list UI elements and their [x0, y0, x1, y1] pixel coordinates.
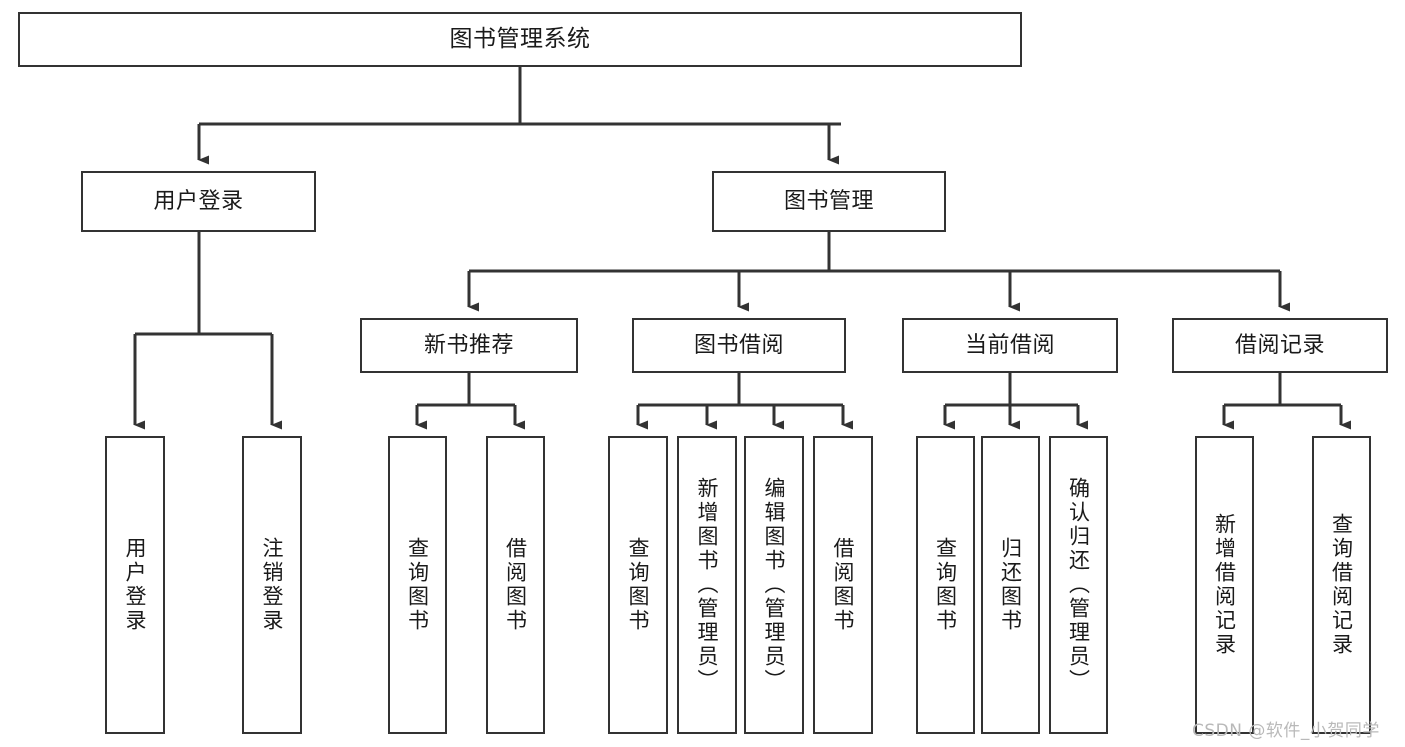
node-leaf-logout[interactable]: 注销登录 — [242, 436, 302, 734]
node-leaf-current-confirm-return-label: 确认归还（管理员） — [1066, 477, 1091, 693]
node-leaf-records-add-record[interactable]: 新增借阅记录 — [1195, 436, 1254, 734]
node-new-book-recommend[interactable]: 新书推荐 — [360, 318, 578, 373]
node-leaf-borrow-query-book[interactable]: 查询图书 — [608, 436, 668, 734]
node-leaf-current-confirm-return[interactable]: 确认归还（管理员） — [1049, 436, 1108, 734]
node-leaf-borrow-edit-book-label: 编辑图书（管理员） — [762, 477, 787, 693]
node-leaf-borrow-edit-book[interactable]: 编辑图书（管理员） — [744, 436, 804, 734]
node-leaf-user-login[interactable]: 用户登录 — [105, 436, 165, 734]
node-leaf-user-login-label: 用户登录 — [123, 537, 148, 633]
node-leaf-borrow-borrow-book-label: 借阅图书 — [831, 537, 856, 633]
node-leaf-current-return-book[interactable]: 归还图书 — [981, 436, 1040, 734]
node-borrow-records[interactable]: 借阅记录 — [1172, 318, 1388, 373]
node-root-label: 图书管理系统 — [449, 25, 591, 52]
node-user-login-label: 用户登录 — [153, 188, 244, 214]
node-book-management-label: 图书管理 — [783, 188, 874, 214]
node-leaf-newbook-query-book[interactable]: 查询图书 — [388, 436, 447, 734]
watermark: CSDN @软件_小贺同学 — [1192, 721, 1380, 741]
node-book-management[interactable]: 图书管理 — [712, 171, 946, 232]
node-borrow-records-label: 借阅记录 — [1234, 332, 1325, 358]
node-leaf-newbook-borrow-book-label: 借阅图书 — [503, 537, 528, 633]
node-root[interactable]: 图书管理系统 — [18, 12, 1022, 67]
node-leaf-current-query-book[interactable]: 查询图书 — [916, 436, 975, 734]
node-leaf-borrow-borrow-book[interactable]: 借阅图书 — [813, 436, 873, 734]
node-current-borrow-label: 当前借阅 — [964, 332, 1055, 358]
node-leaf-current-query-book-label: 查询图书 — [933, 537, 958, 633]
node-book-borrow[interactable]: 图书借阅 — [632, 318, 846, 373]
node-user-login[interactable]: 用户登录 — [81, 171, 316, 232]
node-leaf-records-query-record[interactable]: 查询借阅记录 — [1312, 436, 1371, 734]
node-leaf-records-query-record-label: 查询借阅记录 — [1329, 513, 1354, 657]
node-leaf-borrow-add-book[interactable]: 新增图书（管理员） — [677, 436, 737, 734]
node-leaf-borrow-add-book-label: 新增图书（管理员） — [695, 477, 720, 693]
node-new-book-recommend-label: 新书推荐 — [423, 332, 514, 358]
node-leaf-newbook-borrow-book[interactable]: 借阅图书 — [486, 436, 545, 734]
node-leaf-current-return-book-label: 归还图书 — [998, 537, 1023, 633]
node-book-borrow-label: 图书借阅 — [693, 332, 784, 358]
node-leaf-newbook-query-book-label: 查询图书 — [405, 537, 430, 633]
node-current-borrow[interactable]: 当前借阅 — [902, 318, 1118, 373]
node-leaf-records-add-record-label: 新增借阅记录 — [1212, 513, 1237, 657]
node-leaf-logout-label: 注销登录 — [260, 537, 285, 633]
node-leaf-borrow-query-book-label: 查询图书 — [626, 537, 651, 633]
